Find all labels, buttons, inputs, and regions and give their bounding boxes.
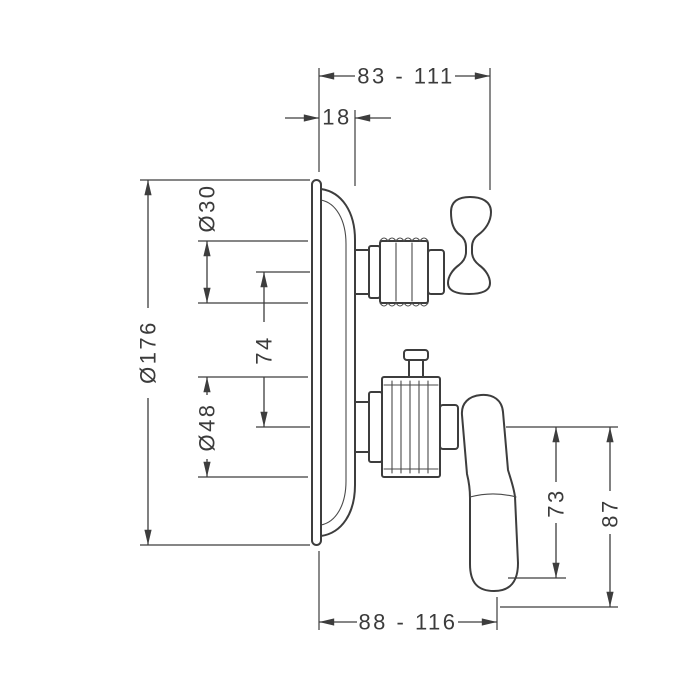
dimension-label: Ø176 <box>136 320 161 384</box>
volume-lever-handle <box>354 349 519 592</box>
dimension-label: Ø30 <box>195 183 220 232</box>
plate-front-profile <box>320 188 356 537</box>
lever-neck <box>354 401 370 453</box>
dimension-lever-overall-length: 87 <box>500 427 623 608</box>
dimension-bottom-handle-diameter: Ø48 <box>195 376 308 478</box>
dimension-label: 88 - 116 <box>358 610 457 635</box>
handle-knurling-top <box>379 237 429 242</box>
dimension-escutcheon-diameter: Ø176 <box>136 179 310 546</box>
cross-grip <box>447 196 492 295</box>
dimension-label: 18 <box>322 105 351 130</box>
thermostat-handle <box>354 196 492 307</box>
escutcheon-plate <box>311 179 356 546</box>
dimension-lever-length: 73 <box>506 426 618 579</box>
lever-grip-divider <box>469 493 517 498</box>
plate-back-profile <box>311 179 322 546</box>
lever-flange <box>368 391 383 463</box>
dimension-label: Ø48 <box>195 402 220 451</box>
dimension-top-handle-diameter: Ø30 <box>195 183 308 304</box>
handle-body <box>379 240 429 304</box>
dimension-label: 87 <box>598 498 623 527</box>
dimension-label: 74 <box>252 335 277 364</box>
dimension-install-depth-top: 83 - 111 <box>318 64 491 190</box>
lever-stem <box>439 404 459 450</box>
lever-arm <box>460 393 519 592</box>
lever-body <box>381 376 441 478</box>
dimension-label: 83 - 111 <box>357 64 454 89</box>
dimension-handle-axis-distance: 74 <box>252 271 310 428</box>
stop-button-cap <box>403 349 429 361</box>
handle-neck <box>354 249 370 295</box>
handle-flange <box>368 245 381 299</box>
handle-knurling-bottom <box>379 302 429 307</box>
dimension-install-depth-bottom: 88 - 116 <box>318 551 498 635</box>
plate-inner-contour <box>320 199 347 526</box>
dimension-plate-thickness: 18 <box>285 105 391 186</box>
dimension-label: 73 <box>544 488 569 517</box>
handle-stem <box>427 249 445 295</box>
